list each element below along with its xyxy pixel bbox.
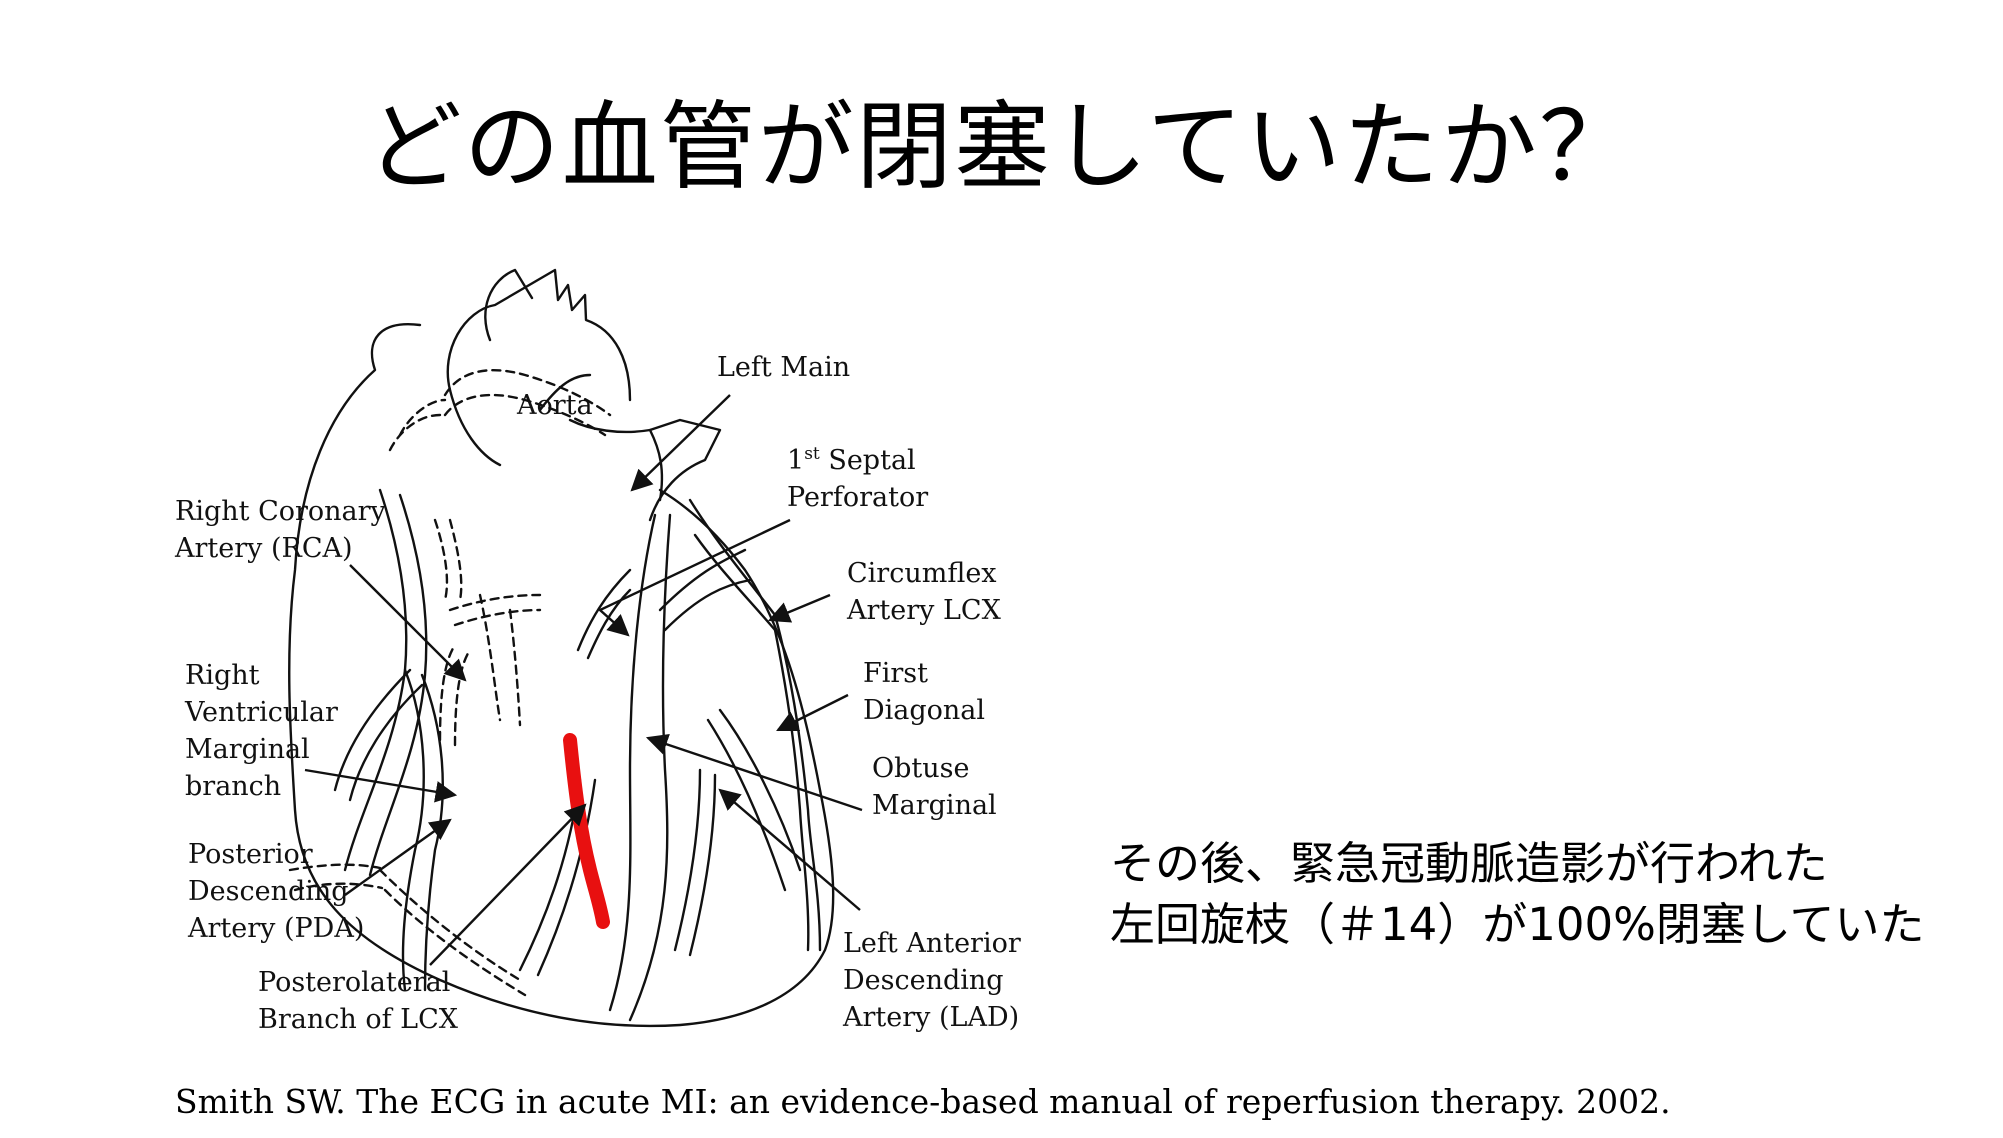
citation: Smith SW. The ECG in acute MI: an eviden…: [175, 1082, 1671, 1121]
septal-line2: Perforator: [787, 482, 929, 513]
slide-title: どの血管が閉塞していたか？: [365, 91, 1638, 203]
septal-prefix: 1: [787, 445, 805, 476]
label-rca: Right Coronary Artery (RCA): [175, 493, 386, 567]
note-line-2: 左回旋枝（＃14）が100%閉塞していた: [1110, 898, 1925, 951]
om-line2: Marginal: [872, 790, 997, 821]
septal-sup: st: [804, 444, 820, 464]
rvm-line4: branch: [185, 771, 282, 802]
diag-line1: First: [863, 658, 928, 689]
rca-line1: Right Coronary: [175, 496, 386, 527]
arrow-rvm: [304, 768, 458, 803]
rvm-line3: Marginal: [185, 734, 310, 765]
pda-line3: Artery (PDA): [188, 913, 365, 944]
label-pda: Posterior Descending Artery (PDA): [188, 836, 364, 947]
septal-rest: Septal: [819, 445, 916, 476]
lcx-line2: Artery LCX: [847, 595, 1001, 626]
lad-vessel: [608, 513, 657, 1012]
pda-line1: Posterior: [188, 839, 313, 870]
label-lad: Left Anterior Descending Artery (LAD): [843, 925, 1021, 1036]
arrow-plb: [429, 803, 587, 966]
coronary-artery-diagram: Aorta Left Main 1st Septal Perforator Ri…: [160, 250, 1060, 1050]
arrow-diagonal: [776, 693, 849, 732]
label-aorta: Aorta: [517, 390, 593, 421]
arrow-rca: [349, 564, 467, 682]
note-line-1: その後、緊急冠動脈造影が行われた: [1110, 837, 1828, 890]
aorta-outline: [446, 268, 632, 402]
dashed-circumflex: [443, 368, 612, 417]
lcx-line1: Circumflex: [847, 558, 997, 589]
lad-line2: Descending: [843, 965, 1004, 996]
plb-line1: Posterolateral: [258, 967, 451, 998]
rvm-line1: Right: [185, 660, 260, 691]
label-first-diagonal: First Diagonal: [863, 655, 985, 729]
label-rv-marginal: Right Ventricular Marginal branch: [185, 657, 338, 805]
label-posterolateral: Posterolateral Branch of LCX: [258, 964, 458, 1038]
label-lcx: Circumflex Artery LCX: [847, 555, 1001, 629]
plb-line2: Branch of LCX: [258, 1004, 458, 1035]
rca-line2: Artery (RCA): [175, 533, 353, 564]
occlusion-highlight: [563, 733, 610, 929]
arrow-lad: [718, 788, 861, 911]
diag-line2: Diagonal: [863, 695, 986, 726]
arrow-om: [645, 733, 863, 812]
heart-outline-drawing: [288, 268, 863, 1028]
pda-line2: Descending: [188, 876, 349, 907]
arrow-lcx: [768, 593, 831, 623]
result-note: その後、緊急冠動脈造影が行われた 左回旋枝（＃14）が100%閉塞していた: [1110, 833, 1925, 955]
lad-line1: Left Anterior: [843, 928, 1021, 959]
heart-outline: [288, 323, 835, 1028]
arrow-septal: [597, 518, 791, 637]
arrow-pda: [344, 818, 452, 896]
rvm-line2: Ventricular: [185, 697, 338, 728]
lad-line3: Artery (LAD): [843, 1002, 1020, 1033]
label-obtuse-marginal: Obtuse Marginal: [872, 750, 997, 824]
arrow-left-main: [630, 394, 731, 492]
om-line1: Obtuse: [872, 753, 970, 784]
label-septal: 1st Septal Perforator: [787, 442, 928, 516]
label-left-main: Left Main: [717, 352, 851, 383]
